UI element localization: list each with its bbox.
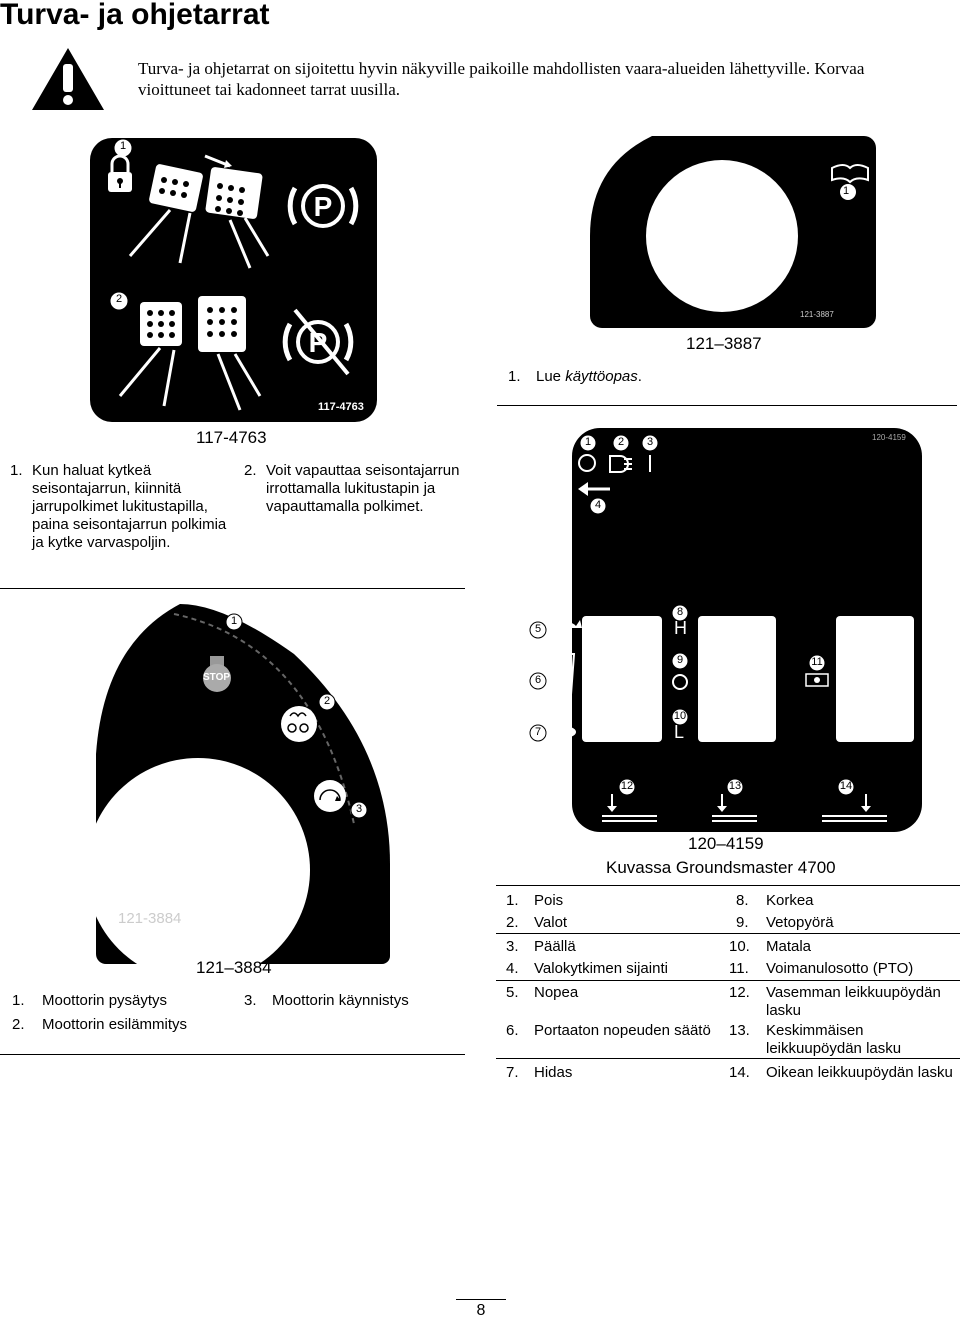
parking-brake-icon: P	[287, 184, 359, 228]
caption-121-3884: 121–3884	[196, 958, 272, 977]
arrow-left-icon	[578, 482, 610, 496]
subcaption-120-4159: Kuvassa Groundsmaster 4700	[606, 858, 836, 877]
callout-13: 13	[728, 780, 742, 792]
callout-3: 3	[355, 803, 363, 815]
engine-start-icon	[314, 780, 346, 812]
rabbit-icon	[572, 620, 582, 628]
callout-5: 5	[534, 623, 542, 635]
callout-1: 1	[842, 185, 850, 197]
pedals-locked-illustration	[128, 154, 270, 269]
preheat-icon	[281, 706, 317, 742]
callout-8: 8	[676, 606, 684, 618]
callout-11: 11	[811, 656, 823, 668]
intro-text: Turva- ja ohjetarrat on sijoitettu hyvin…	[138, 59, 865, 99]
decal-121-3887	[590, 136, 876, 328]
deck-lower-right-icon	[822, 794, 887, 822]
letter-high: H	[674, 618, 687, 638]
decal-120-4159: 120-4159 H L	[572, 428, 922, 832]
light-icon	[609, 455, 632, 473]
parking-brake-off-icon: P	[282, 308, 354, 376]
part-number: 117-4763	[318, 401, 364, 413]
caption-117-4763: 117-4763	[196, 428, 267, 447]
callout-2: 2	[323, 695, 331, 707]
lock-icon	[108, 154, 132, 192]
turtle-icon	[572, 727, 576, 737]
switch-cutout	[582, 616, 662, 742]
part-number: 120-4159	[872, 433, 906, 442]
warning-triangle-icon	[32, 48, 104, 110]
callout-1: 1	[230, 615, 238, 627]
deck-lower-left-icon	[602, 794, 657, 822]
light-off-icon	[578, 454, 596, 472]
svg-text:P: P	[314, 191, 333, 222]
callout-2: 2	[617, 436, 625, 448]
callout-10: 10	[673, 710, 687, 722]
divider	[456, 1299, 506, 1300]
callout-7: 7	[534, 726, 542, 738]
caption-120-4159: 120–4159	[688, 834, 764, 853]
deck-lower-center-icon	[712, 794, 757, 822]
callout-1: 1	[119, 140, 127, 152]
callout-layer	[529, 434, 855, 796]
stop-icon	[203, 656, 231, 692]
divider	[0, 588, 465, 589]
traction-wheel-icon	[672, 674, 688, 690]
divider	[496, 980, 960, 981]
decal-117-4763: P P 1 2 117-4763	[90, 138, 377, 422]
letter-low: L	[674, 722, 685, 742]
pedals-released-illustration	[118, 296, 262, 411]
divider	[496, 933, 960, 934]
book-icon	[831, 164, 869, 184]
decal-121-3884	[94, 604, 390, 966]
switch-cutout	[698, 616, 776, 742]
part-number: 121-3887	[800, 310, 834, 319]
callout-12: 12	[620, 780, 634, 792]
page-title: Turva- ja ohjetarrat	[0, 0, 270, 31]
callout-3: 3	[646, 436, 654, 448]
page-number: 8	[476, 1302, 486, 1319]
callout-9: 9	[676, 654, 684, 666]
divider	[496, 885, 960, 886]
callout-1: 1	[584, 436, 592, 448]
callout-14: 14	[839, 780, 853, 792]
switch-cutout	[836, 616, 914, 742]
callout-6: 6	[534, 674, 542, 686]
pto-icon	[805, 673, 829, 687]
divider	[496, 1058, 960, 1059]
divider	[497, 405, 957, 406]
caption-121-3887: 121–3887	[686, 334, 762, 353]
callout-4: 4	[594, 499, 602, 511]
divider	[0, 1054, 465, 1055]
callout-2: 2	[115, 293, 123, 305]
part-number: 121-3884	[118, 910, 182, 927]
stop-label: STOP	[203, 672, 231, 683]
